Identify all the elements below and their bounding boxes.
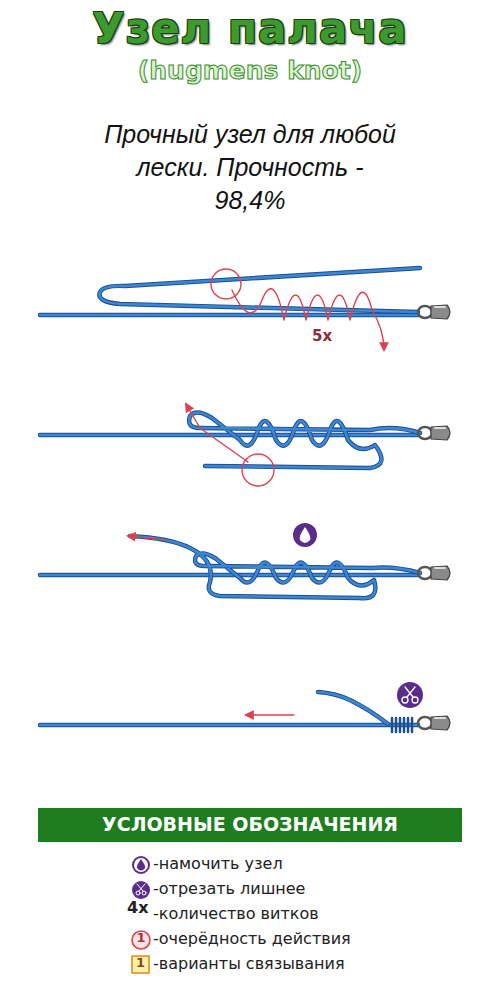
step-2 — [40, 404, 450, 486]
legend-header-band: УСЛОВНЫЕ ОБОЗНАЧЕНИЯ — [38, 808, 462, 842]
legend-variant-number: 1 — [136, 955, 145, 971]
legend-order-number: 1 — [136, 930, 145, 946]
legend-text: -отрезать лишнее — [153, 879, 305, 898]
description: Прочный узел для любой лески. Прочность … — [100, 118, 400, 217]
subtitle: (hugmens knot) — [0, 56, 500, 85]
step-3 — [40, 523, 450, 598]
legend-text: -очерёдность действия — [153, 929, 351, 948]
turns-count: 5x — [312, 327, 332, 345]
step-1 — [40, 268, 450, 350]
cut-icon — [397, 682, 423, 708]
title: Узел палача — [0, 4, 500, 53]
legend-turns-sample: 4x — [127, 898, 148, 917]
legend-text: -количество витков — [153, 904, 319, 923]
wet-icon — [293, 523, 317, 547]
step-4 — [40, 682, 450, 732]
legend-text: -намочить узел — [153, 854, 283, 873]
band-text: УСЛОВНЫЕ ОБОЗНАЧЕНИЯ — [46, 813, 454, 835]
legend-text: -варианты связывания — [153, 954, 345, 973]
